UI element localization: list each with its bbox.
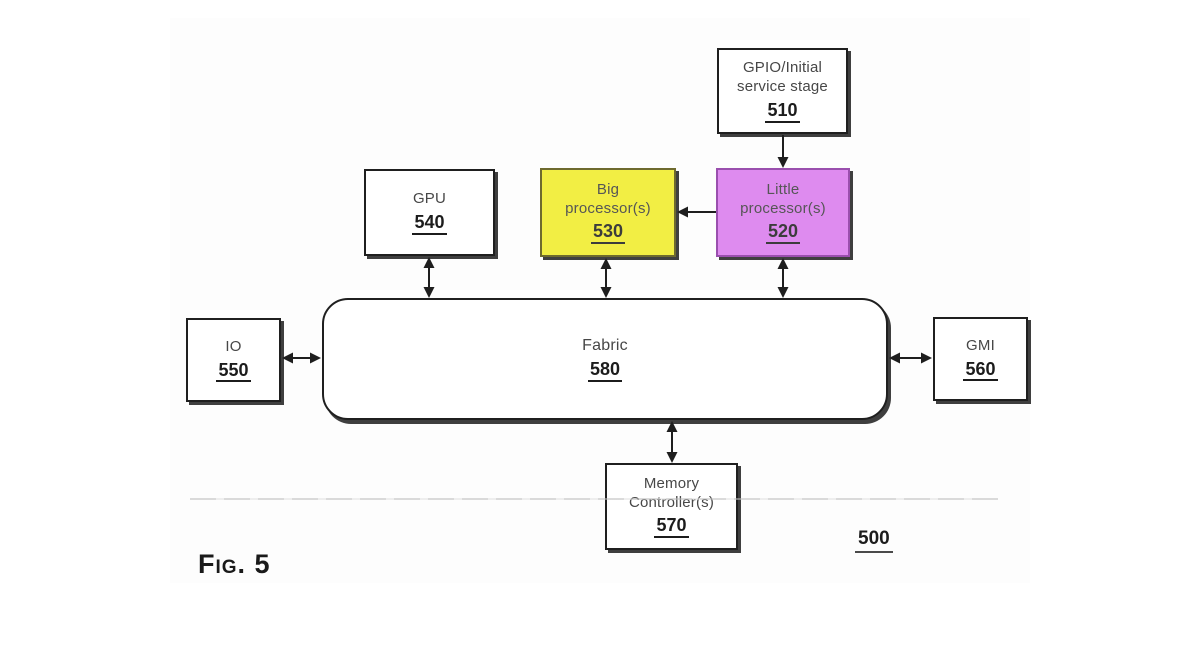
block-ref-number: 540 [412,212,447,235]
block-ref-number: 560 [963,359,998,382]
arrow-510-to-520 [777,135,789,168]
block-label: GPIO/Initial service stage [737,59,828,96]
block-label: Memory Controller(s) [628,474,715,511]
block-fabric-580: Fabric 580 [322,298,888,420]
figure-caption: Fig. 5 [198,549,271,579]
block-ref-number: 510 [765,100,800,123]
block-gpio-initial-service-stage-510: GPIO/Initial service stage 510 [717,48,848,134]
block-ref-number: 530 [590,221,626,245]
arrow-io-fabric [282,352,321,364]
arrow-fabric-memory [666,421,678,463]
block-ref-number: 550 [216,360,251,383]
block-little-processors-520: Little processor(s) 520 [716,168,850,257]
block-ref-number: 520 [765,221,801,245]
arrow-fabric-gmi [889,352,932,364]
scan-artifact-line [190,498,998,500]
block-label: GPU [412,190,447,208]
block-io-550: IO 550 [186,318,281,402]
block-label: Big processor(s) [565,180,651,217]
block-label: IO [225,337,242,355]
block-label: Little processor(s) [740,180,826,217]
block-ref-number: 570 [654,515,689,539]
arrow-big-fabric [600,258,612,298]
arrow-520-to-530 [677,206,716,218]
block-big-processors-530: Big processor(s) 530 [540,168,676,257]
block-label: Fabric [582,337,628,355]
block-ref-number: 580 [587,359,623,382]
block-gmi-560: GMI 560 [933,317,1028,401]
arrow-gpu-fabric [423,257,435,298]
block-label: GMI [966,336,995,354]
figure-ref-number: 500 [855,528,893,553]
block-memory-controllers-570: Memory Controller(s) 570 [605,463,738,550]
block-gpu-540: GPU 540 [364,169,495,256]
arrow-little-fabric [777,258,789,298]
